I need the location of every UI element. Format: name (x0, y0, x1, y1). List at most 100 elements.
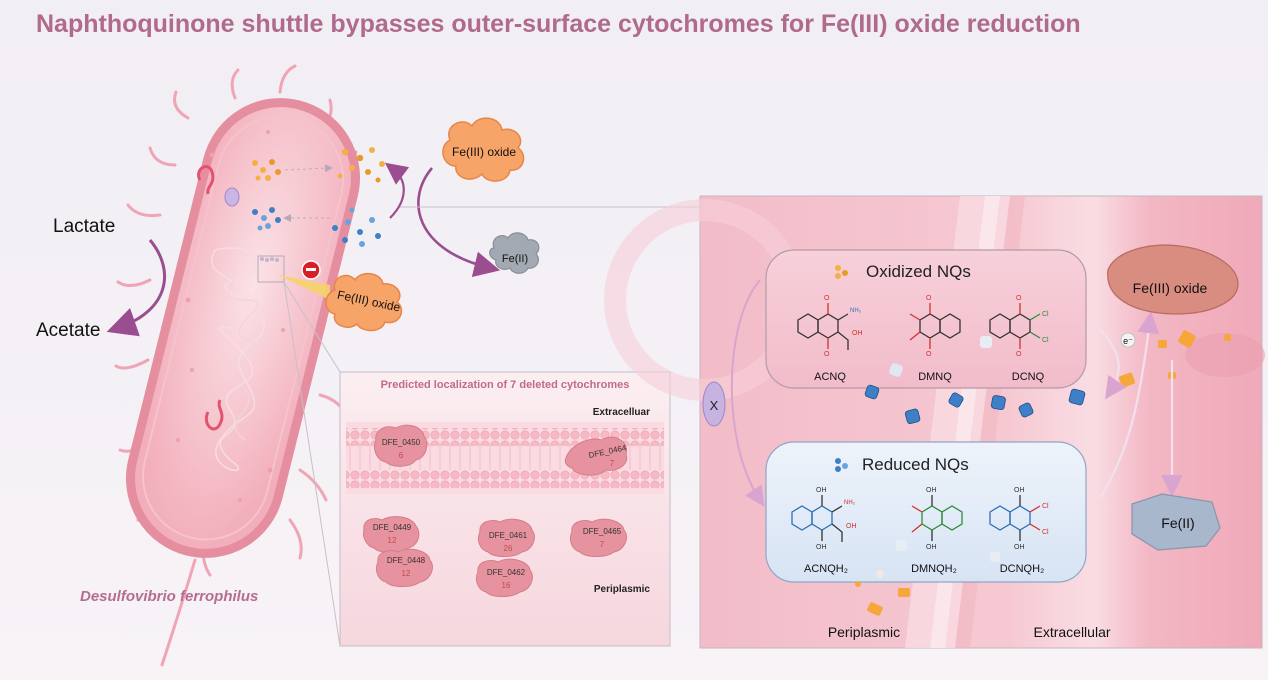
inset-periplasmic-label: Periplasmic (594, 584, 651, 595)
cytochrome-id: DFE_0465 (583, 527, 622, 536)
dcnq-structure (989, 303, 1041, 349)
membrane-protein-blocked (702, 381, 726, 427)
acnqh2-structure (791, 495, 843, 542)
organism-label: Desulfovibrio ferrophilus (80, 588, 259, 605)
fe3-oxide-label-top: Fe(III) oxide (452, 145, 516, 159)
cytochrome-blob-dfe0464 (564, 436, 628, 476)
heme-count: 12 (402, 569, 411, 578)
intracellular-reduced-nq (252, 207, 281, 231)
dcnqh2-oh-bottom: OH (1014, 544, 1025, 551)
dcnq-cl-2: Cl (1042, 337, 1049, 344)
inset-guide-bottom (283, 281, 341, 647)
dcnq-o-bottom: O (1016, 351, 1022, 358)
electron-transfer-arrow (1099, 311, 1160, 499)
extracellular-oxidized-nq (337, 147, 385, 183)
dmnq-o-bottom: O (926, 351, 932, 358)
acnq-structure (797, 303, 849, 350)
acnqh2-oh-bottom: OH (816, 544, 827, 551)
fe2-particle (1131, 493, 1221, 551)
fe2-label-top: Fe(II) (502, 253, 528, 265)
electron-icon (1120, 332, 1136, 348)
fe2-label-right: Fe(II) (1161, 515, 1194, 531)
reduced-nq-box (765, 441, 1087, 583)
cytochrome-blob-dfe0465 (569, 518, 627, 557)
inset-extracellular-label: Extracelluar (593, 407, 650, 418)
compound-label: ACNQ (814, 371, 846, 383)
bacterium-cell (114, 64, 360, 667)
heme-count: 16 (502, 581, 511, 590)
acnq-o-top: O (824, 295, 830, 302)
cytochrome-blob-dfe0450 (373, 424, 428, 467)
reoxidation-arrow (384, 162, 410, 219)
zoom-extracellular-label: Extracellular (1033, 624, 1110, 640)
acnqh2-nh2: NH₂ (844, 500, 856, 506)
nq-export-line (284, 164, 333, 173)
compound-label: DMNQH₂ (911, 563, 957, 575)
extracellular-reduced-nq (332, 207, 381, 247)
dcnq-cl-1: Cl (1042, 311, 1049, 318)
heme-count: 7 (600, 540, 605, 549)
cytochrome-id: DFE_0461 (489, 531, 528, 540)
inset-title: Predicted localization of 7 deleted cyto… (381, 379, 630, 391)
acnqh2-oh: OH (846, 523, 857, 530)
dmnqh2-structure (911, 495, 963, 541)
dcnqh2-oh-top: OH (1014, 487, 1025, 494)
fe3-oxide-cloud-blocked (325, 272, 403, 332)
cytochrome-id: DFE_0450 (382, 438, 421, 447)
heme-count: 7 (610, 459, 615, 468)
diagram-title: Naphthoquinone shuttle bypasses outer-su… (36, 10, 1081, 38)
acnq-nh2: NH₂ (850, 308, 862, 314)
compound-label: DMNQ (918, 371, 952, 383)
cytochrome-blob-dfe0462 (475, 558, 533, 597)
oxidized-nq-title: Oxidized NQs (866, 262, 971, 281)
acetate-label: Acetate (36, 320, 101, 341)
reduced-nq-title: Reduced NQs (862, 455, 969, 474)
cytochrome-id: DFE_0462 (487, 568, 526, 577)
cytochrome-blob-dfe0461 (477, 518, 535, 557)
lactate-to-acetate-arrow (106, 239, 166, 337)
fe3-oxide-label-right: Fe(III) oxide (1133, 280, 1208, 296)
inset-guide-top (283, 281, 341, 373)
cytochrome-inset: Predicted localization of 7 deleted cyto… (339, 371, 671, 647)
left-cycle-arrow (730, 279, 765, 507)
heme-count: 26 (504, 544, 513, 553)
cytochrome-id: DFE_0449 (373, 523, 412, 532)
fe3-oxide-cloud-top (442, 117, 525, 182)
fe2-cloud-top (489, 232, 540, 274)
compound-label: DCNQH₂ (1000, 563, 1045, 575)
dcnqh2-cl-2: Cl (1042, 529, 1049, 536)
dcnqh2-cl-1: Cl (1042, 503, 1049, 510)
oxidized-dots-icon (835, 265, 848, 279)
heme-count: 12 (388, 536, 397, 545)
dmnq-o-top: O (926, 295, 932, 302)
dcnq-o-top: O (1016, 295, 1022, 302)
reoxidation-arrow-right (1099, 329, 1127, 400)
acnq-oh: OH (852, 330, 863, 337)
electron-label: e⁻ (1123, 336, 1133, 346)
dmnq-structure (909, 303, 961, 349)
compound-label: ACNQH₂ (804, 563, 848, 575)
cytochrome-blob-dfe0448 (375, 548, 433, 587)
dmnqh2-oh-bottom: OH (926, 544, 937, 551)
fe3-oxide-particle (1107, 244, 1239, 315)
reduced-nq-cubes (864, 384, 1086, 425)
blocked-icon-bar (306, 268, 316, 271)
cytochrome-blob-dfe0449 (363, 516, 420, 553)
blocked-marker: X (710, 398, 719, 413)
pale-nq-cubes (876, 336, 1000, 578)
dmnqh2-oh-top: OH (926, 487, 937, 494)
cytochrome-id: DFE_0448 (387, 556, 426, 565)
intracellular-oxidized-nq (252, 159, 281, 181)
fe-reduction-arrow (417, 167, 501, 277)
acnqh2-oh-top: OH (816, 487, 827, 494)
zoom-periplasmic-label: Periplasmic (828, 624, 900, 640)
blocked-transfer-beam (278, 275, 330, 300)
reduced-dots-icon (835, 458, 848, 472)
oxidized-nq-box (765, 249, 1087, 389)
acnq-o-bottom: O (824, 351, 830, 358)
dcnqh2-structure (989, 495, 1041, 541)
compound-label: DCNQ (1012, 371, 1045, 383)
lactate-label: Lactate (53, 216, 116, 237)
